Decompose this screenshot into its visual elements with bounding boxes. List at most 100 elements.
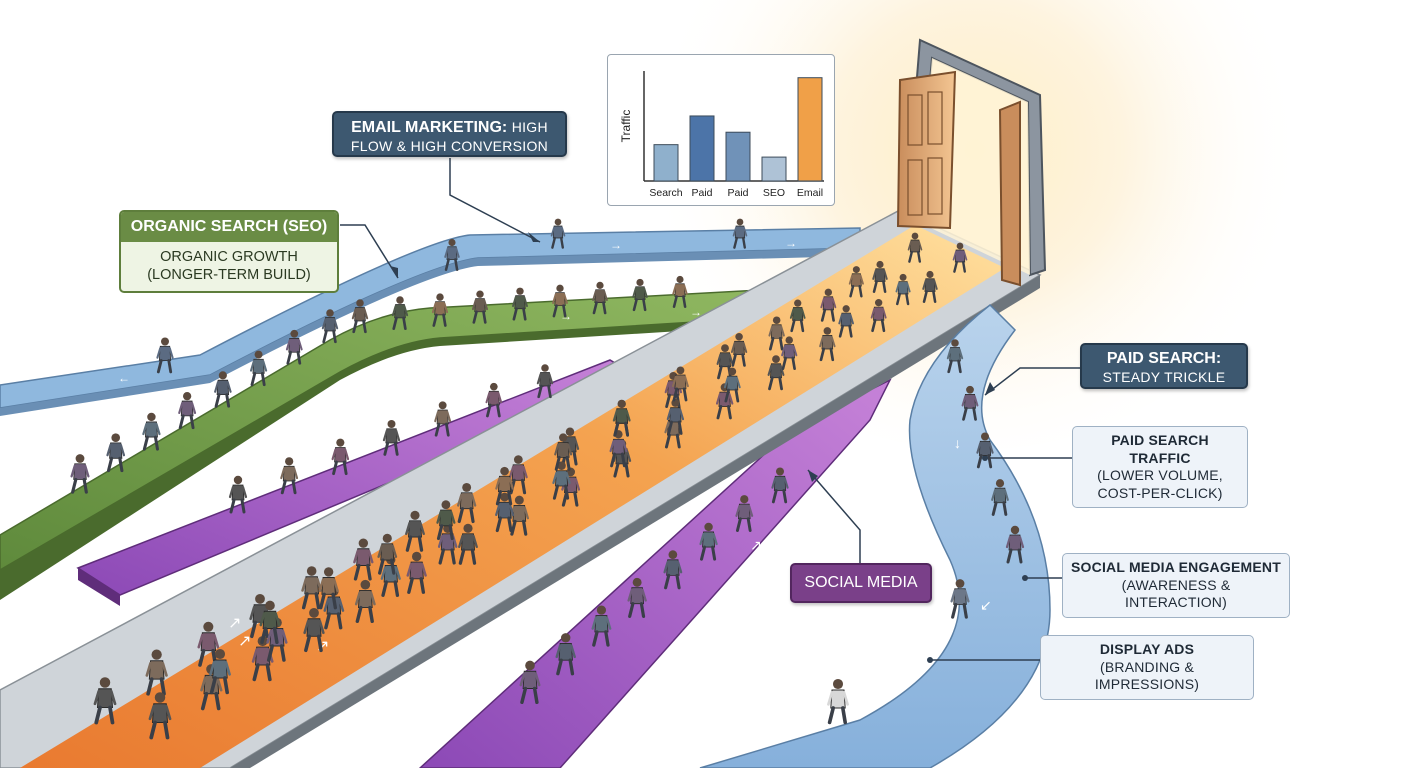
walking-person bbox=[536, 364, 554, 399]
walking-person bbox=[952, 242, 968, 273]
chart-y-label: Traffic bbox=[619, 110, 633, 143]
walking-person bbox=[950, 579, 970, 619]
walking-person bbox=[781, 336, 798, 371]
walking-person bbox=[251, 636, 274, 682]
walking-person bbox=[613, 399, 631, 437]
pointer-lines bbox=[340, 158, 1080, 661]
walking-person bbox=[280, 457, 299, 495]
chart-tick-label: Paid bbox=[691, 187, 712, 199]
walking-person bbox=[592, 281, 608, 315]
walking-person bbox=[820, 288, 837, 322]
social-media-label-text: SOCIAL MEDIA bbox=[804, 574, 918, 591]
paid-traffic-line3: COST-PER-CLICK) bbox=[1097, 484, 1223, 501]
walking-person bbox=[259, 600, 281, 645]
walking-person bbox=[214, 371, 232, 408]
walking-person bbox=[723, 367, 741, 403]
organic-label-sub1: ORGANIC GROWTH bbox=[160, 249, 298, 265]
chart-tick-label: Search bbox=[649, 187, 682, 199]
blue-paid-path: ↓ ↙ ↙ bbox=[699, 303, 1051, 768]
walking-person bbox=[354, 579, 376, 624]
pointer-arrowhead bbox=[390, 266, 398, 278]
walking-person bbox=[495, 492, 515, 533]
walking-figures bbox=[70, 218, 1025, 740]
social-media-label: SOCIAL MEDIA bbox=[790, 563, 932, 603]
svg-text:↓: ↓ bbox=[954, 435, 961, 451]
pointer-arrowhead bbox=[808, 470, 818, 482]
walking-person bbox=[591, 605, 612, 647]
walking-person bbox=[666, 398, 685, 435]
walking-person bbox=[819, 327, 836, 362]
walking-person bbox=[632, 278, 648, 312]
walking-person bbox=[848, 266, 864, 298]
walking-person bbox=[907, 232, 923, 263]
email-label-high: HIGH bbox=[511, 119, 548, 135]
chart-tick-label: Email bbox=[797, 187, 823, 199]
walking-person bbox=[331, 438, 350, 476]
paid-traffic-line2: (LOWER VOLUME, bbox=[1097, 467, 1223, 483]
display-ads-line2: (BRANDING & IMPRESSIONS) bbox=[1094, 658, 1200, 693]
walking-person bbox=[142, 412, 161, 451]
pointer-arrowhead bbox=[985, 382, 995, 395]
walking-person bbox=[922, 270, 938, 303]
walking-person bbox=[872, 260, 888, 293]
walking-person bbox=[209, 648, 231, 695]
pointer-arrowhead bbox=[528, 232, 540, 242]
walking-person bbox=[732, 218, 748, 249]
social-engagement-line2: (AWARENESS & INTERACTION) bbox=[1121, 576, 1231, 611]
walking-person bbox=[627, 577, 647, 619]
walking-person bbox=[405, 510, 425, 552]
walking-person bbox=[672, 366, 689, 402]
email-label-bold: EMAIL MARKETING: bbox=[351, 119, 508, 136]
svg-text:↗: ↗ bbox=[228, 615, 241, 632]
svg-text:→: → bbox=[785, 236, 797, 250]
walking-person bbox=[663, 550, 683, 590]
walking-person bbox=[178, 392, 197, 430]
walking-person bbox=[512, 287, 528, 321]
walking-person bbox=[382, 420, 401, 456]
walking-person bbox=[156, 337, 174, 374]
svg-text:↗: ↗ bbox=[750, 537, 762, 553]
svg-text:↙: ↙ bbox=[888, 667, 900, 683]
walking-person bbox=[444, 238, 460, 271]
social-media-engagement-label: SOCIAL MEDIA ENGAGEMENT (AWARENESS & INT… bbox=[1062, 553, 1290, 618]
walking-person bbox=[827, 678, 849, 725]
chart-bar bbox=[761, 156, 787, 182]
organic-label-sub2: (LONGER-TERM BUILD) bbox=[147, 267, 311, 284]
walking-person bbox=[228, 475, 248, 514]
svg-text:→: → bbox=[690, 305, 702, 319]
organic-search-label: ORGANIC SEARCH (SEO) ORGANIC GROWTH (LON… bbox=[119, 210, 339, 294]
chart-bar bbox=[797, 77, 823, 182]
walking-person bbox=[495, 466, 514, 506]
walking-person bbox=[554, 433, 573, 471]
walking-person bbox=[485, 382, 503, 418]
walking-person bbox=[768, 316, 785, 351]
paid-search-label-line1: PAID SEARCH: bbox=[1106, 350, 1222, 367]
svg-text:→: → bbox=[610, 238, 622, 252]
walking-person bbox=[699, 522, 718, 561]
chart-bar bbox=[689, 115, 715, 182]
chart-tick-label: Paid bbox=[727, 187, 748, 199]
walking-person bbox=[519, 660, 541, 705]
paid-traffic-line1: PAID SEARCH TRAFFIC bbox=[1111, 432, 1209, 466]
paid-search-label: PAID SEARCH: STEADY TRICKLE bbox=[1080, 343, 1248, 389]
chart-bar bbox=[653, 144, 679, 182]
walking-person bbox=[870, 299, 887, 333]
chart-bar bbox=[725, 131, 751, 182]
walking-person bbox=[106, 433, 126, 473]
svg-text:→: → bbox=[460, 400, 473, 415]
paid-search-traffic-label: PAID SEARCH TRAFFIC (LOWER VOLUME, COST-… bbox=[1072, 426, 1248, 508]
walking-person bbox=[735, 495, 754, 532]
walking-person bbox=[148, 692, 172, 740]
walking-person bbox=[301, 566, 323, 610]
walking-person bbox=[351, 299, 369, 334]
organic-label-head: ORGANIC SEARCH (SEO) bbox=[121, 212, 337, 242]
walking-person bbox=[550, 218, 566, 249]
walking-person bbox=[377, 533, 398, 575]
walking-person bbox=[318, 567, 339, 610]
email-label-line2: FLOW & HIGH CONVERSION bbox=[350, 138, 549, 154]
walking-person bbox=[197, 621, 220, 667]
walking-person bbox=[145, 649, 168, 696]
